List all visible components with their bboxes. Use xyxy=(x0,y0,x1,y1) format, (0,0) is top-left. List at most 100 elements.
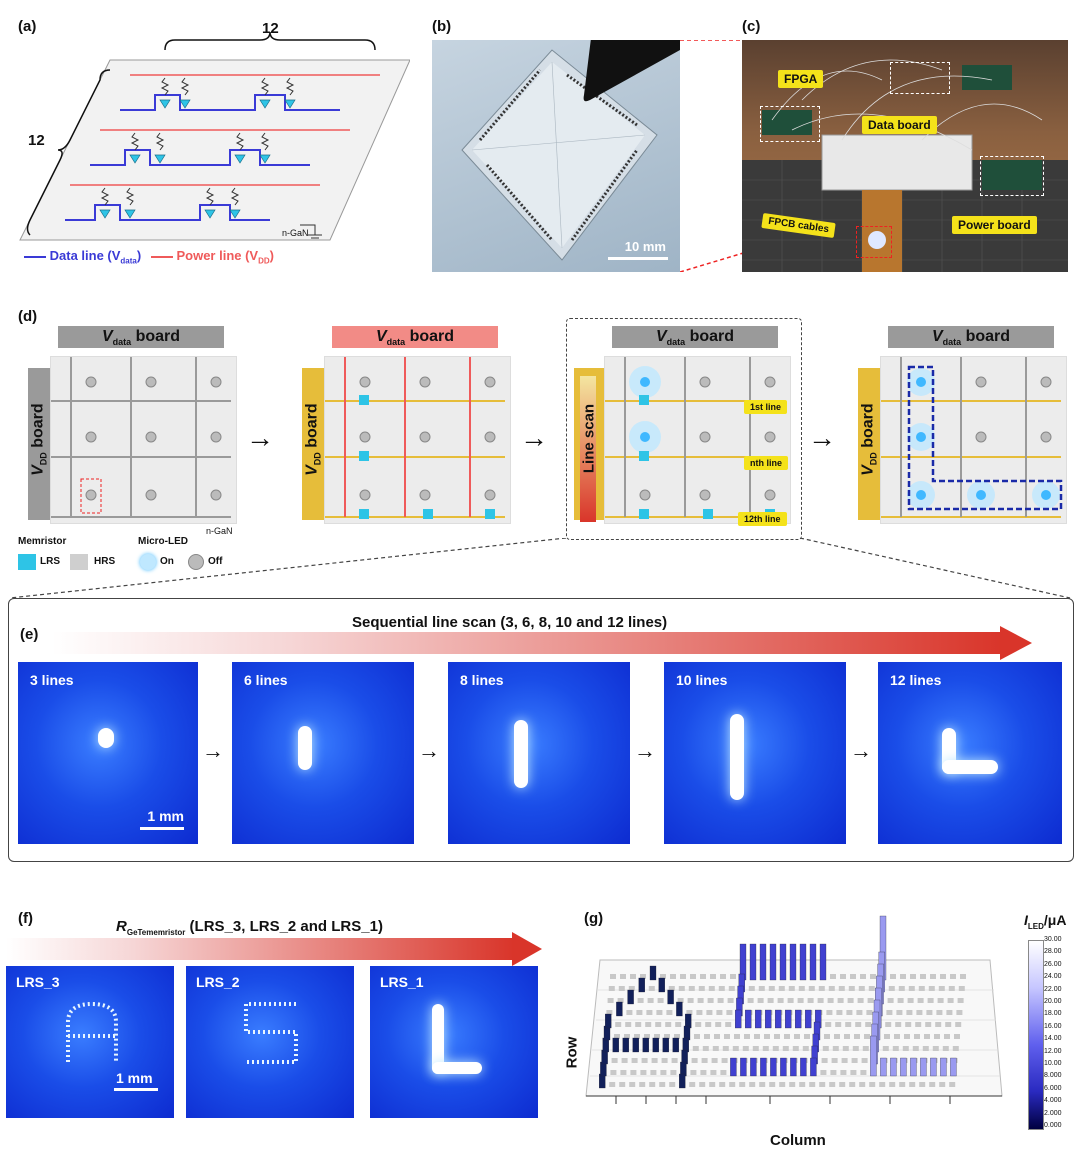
panel-e-label: (e) xyxy=(20,626,39,643)
vdd-board-1 xyxy=(28,368,50,520)
g-floor-tile xyxy=(799,1082,806,1087)
g-floor-tile xyxy=(879,1082,886,1087)
g-ylabel: Row xyxy=(563,1036,581,1069)
g-floor-tile xyxy=(944,1034,950,1039)
g-floor-tile xyxy=(929,1082,936,1087)
power-board-label: Power board xyxy=(952,216,1037,234)
g-bar xyxy=(605,1013,612,1029)
g-floor-tile xyxy=(807,998,814,1003)
e-frame-2: 6 lines xyxy=(232,662,414,844)
line-12-label: 12th line xyxy=(738,512,787,526)
g-floor-tile xyxy=(909,1082,916,1087)
g-colorbar xyxy=(1028,940,1044,1130)
g-floor-tile xyxy=(617,998,624,1003)
g-floor-tile xyxy=(857,998,864,1003)
g-bar xyxy=(940,1057,947,1077)
g-floor-tile xyxy=(744,1034,750,1039)
g-floor-tile xyxy=(656,1010,663,1015)
g-bar xyxy=(632,1037,639,1053)
f-frame-2: LRS_2 xyxy=(186,966,354,1118)
g-floor-tile xyxy=(912,1046,919,1051)
legend-memristor: Memristor xyxy=(18,536,67,547)
g-floor-tile xyxy=(609,1082,616,1087)
g-floor-tile xyxy=(862,1046,869,1051)
g-floor-tile xyxy=(950,974,956,979)
cbar-tick-label: 0.000 xyxy=(1044,1122,1062,1130)
g-bar xyxy=(780,1057,787,1077)
g-floor-tile xyxy=(630,1070,637,1075)
g-floor-tile xyxy=(960,974,966,979)
legend-lines: Data line (Vdata) Power line (VDD) xyxy=(24,248,274,266)
e-frame-5: 12 lines xyxy=(878,662,1062,844)
g-floor-tile xyxy=(651,1058,658,1063)
g-floor-tile xyxy=(634,1034,640,1039)
g-floor-tile xyxy=(908,986,915,991)
g-floor-tile xyxy=(655,1022,662,1027)
cbar-tick-label: 18.00 xyxy=(1044,1010,1062,1018)
g-floor-tile xyxy=(742,1046,749,1051)
cbar-tick-label: 28.00 xyxy=(1044,948,1062,956)
g-bar xyxy=(790,1057,797,1077)
g-floor-tile xyxy=(892,1046,899,1051)
g-bar xyxy=(612,1037,619,1053)
g-floor-tile xyxy=(836,1010,843,1015)
g-floor-tile xyxy=(777,998,784,1003)
hrs-swatch xyxy=(70,554,88,570)
g-floor-tile xyxy=(926,1010,933,1015)
g-floor-tile xyxy=(624,1034,630,1039)
g-floor-tile xyxy=(614,1034,620,1039)
g-bar xyxy=(799,943,807,981)
g-bar xyxy=(676,1001,683,1017)
panel-e-frame xyxy=(8,598,1074,862)
arrow-d-3: → xyxy=(808,422,836,453)
e-frame-1: 3 lines 1 mm xyxy=(18,662,198,844)
g-bar xyxy=(779,943,787,981)
vdd-label-2: VDD board xyxy=(303,403,323,476)
g-floor-tile xyxy=(846,1010,853,1015)
g-floor-tile xyxy=(675,1022,682,1027)
power-board-box xyxy=(980,156,1044,196)
vdd-board-2 xyxy=(302,368,324,520)
g-floor-tile xyxy=(727,998,734,1003)
panel-b-label: (b) xyxy=(432,18,452,35)
g-floor-tile xyxy=(845,1022,852,1027)
g-floor-tile xyxy=(834,1034,840,1039)
g-floor-tile xyxy=(671,1058,678,1063)
g-floor-tile xyxy=(657,998,664,1003)
g-floor-tile xyxy=(840,1070,847,1075)
cbar-tick-label: 4.000 xyxy=(1044,1097,1062,1105)
g-floor-tile xyxy=(611,1058,618,1063)
g-floor-tile xyxy=(937,998,944,1003)
g-floor-tile xyxy=(778,986,785,991)
line-1-label: 1st line xyxy=(744,400,788,414)
g-floor-tile xyxy=(849,1082,856,1087)
g-floor-tile xyxy=(639,1082,646,1087)
d-legend: Memristor Micro-LED LRS HRS On Off xyxy=(18,536,258,576)
g-floor-tile xyxy=(641,1058,648,1063)
f-arrow-head xyxy=(512,932,542,966)
g-floor-tile xyxy=(720,974,726,979)
e-arrow-1: → xyxy=(202,738,224,763)
g-floor-tile xyxy=(830,1070,837,1075)
g-floor-tile xyxy=(847,998,854,1003)
power-line-label: Power line (VDD) xyxy=(176,248,275,266)
g-floor-tile xyxy=(869,1082,876,1087)
g-floor-tile xyxy=(748,986,755,991)
g-floor-tile xyxy=(635,1022,642,1027)
g-floor-tile xyxy=(739,1082,746,1087)
g-bar xyxy=(667,989,674,1005)
g-floor-tile xyxy=(678,986,685,991)
g-floor-tile xyxy=(758,986,765,991)
e-frame-2-label: 6 lines xyxy=(244,672,288,688)
g-floor-tile xyxy=(840,974,846,979)
g-floor-tile xyxy=(841,1058,848,1063)
g-floor-tile xyxy=(715,1022,722,1027)
g-floor-tile xyxy=(949,1082,956,1087)
array-1 xyxy=(50,356,237,524)
g-floor-tile xyxy=(917,998,924,1003)
f-frame-1-label: LRS_3 xyxy=(16,974,60,990)
f-frame-3: LRS_1 xyxy=(370,966,538,1118)
g-bar xyxy=(662,1037,669,1053)
g-floor-tile xyxy=(900,974,906,979)
